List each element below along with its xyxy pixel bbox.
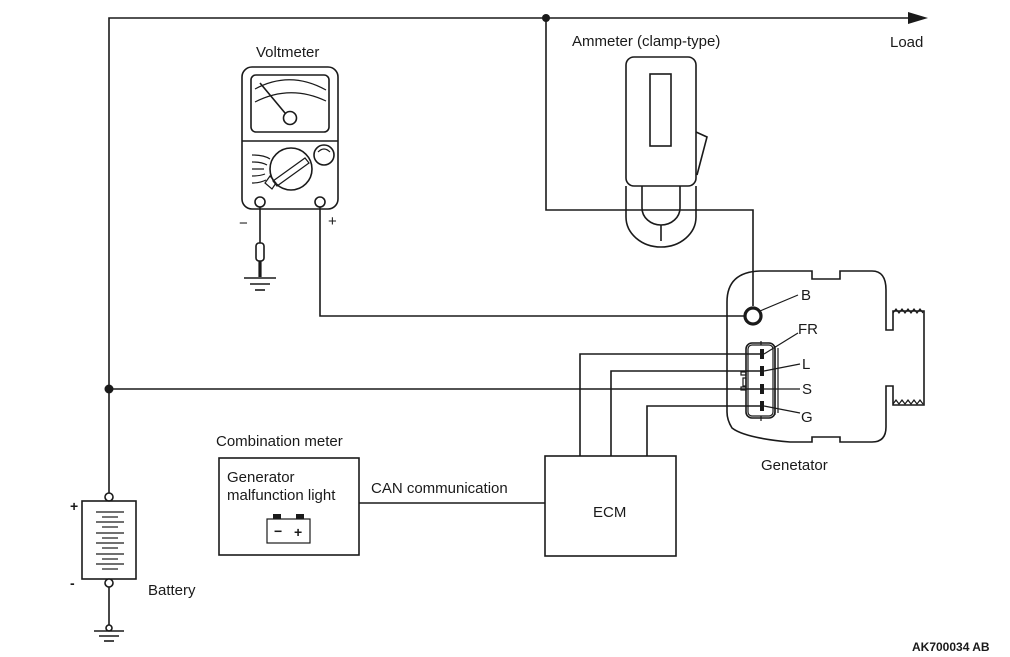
voltmeter-body: [241, 66, 339, 210]
b-terminal: [743, 306, 763, 326]
battery-icon-negative: −: [274, 523, 282, 539]
voltmeter-selector-tip: [264, 175, 277, 190]
b-terminal-wire: [545, 18, 754, 306]
pin-fr: [760, 349, 764, 359]
pulley-gap: [887, 331, 893, 385]
connector-tab-1: [740, 371, 747, 376]
g-terminal-wire: [646, 405, 762, 456]
pin-l: [760, 366, 764, 376]
ammeter-display: [649, 73, 672, 147]
combination-meter: Combination meter Generator malfunction …: [216, 433, 360, 556]
battery: + - Battery: [70, 492, 196, 642]
l-terminal-wire: [610, 370, 762, 456]
voltmeter-negative-sign: −: [239, 215, 248, 232]
pin-g: [760, 401, 764, 411]
generator-housing: [726, 270, 925, 443]
terminal-label-l: L: [802, 356, 810, 373]
ammeter-clamp-jaw-outer: [625, 186, 697, 248]
g-leader-line: [763, 405, 801, 414]
battery-positive-sign: +: [70, 498, 78, 514]
figure-code: AK700034 AB: [912, 640, 990, 654]
can-label: CAN communication: [371, 480, 508, 497]
voltmeter-adjust-knob: [313, 144, 335, 166]
terminal-label-fr: FR: [798, 321, 818, 338]
load-arrow-icon: [908, 12, 928, 24]
fr-leader-line: [763, 332, 799, 355]
combination-meter-box: [218, 457, 360, 556]
pulley-teeth-bottom: [892, 399, 924, 405]
voltmeter-positive-terminal: [314, 196, 326, 208]
voltmeter-positive-sign: +: [328, 213, 337, 230]
combination-meter-label: Combination meter: [216, 433, 343, 450]
b-leader-line: [759, 294, 799, 312]
voltmeter-scale-arc-lower: [254, 92, 327, 103]
terminal-label-g: G: [801, 409, 813, 426]
generator-light-label-line2: malfunction light: [227, 487, 336, 504]
battery-warning-icon: − +: [266, 514, 311, 544]
voltmeter-pivot: [282, 110, 298, 126]
battery-positive-terminal: [104, 492, 114, 502]
ecm-label: ECM: [593, 504, 626, 521]
voltmeter-positive-wire: [319, 202, 745, 317]
generator-label: Genetator: [761, 457, 828, 474]
voltmeter-scale-arc-upper: [254, 79, 327, 91]
generator-light-label-line1: Generator: [227, 469, 295, 486]
battery-negative-terminal: [104, 578, 114, 588]
pin-s: [760, 384, 764, 394]
ammeter-body: [625, 56, 697, 187]
battery-label: Battery: [148, 582, 196, 599]
main-wires: [104, 12, 928, 504]
battery-ground-icon: [94, 624, 124, 642]
voltmeter-display: [250, 74, 330, 133]
ammeter-clamp-jaw-inner: [641, 186, 681, 226]
battery-positive-bus-wire: [108, 17, 910, 389]
connector-tab-3: [742, 377, 747, 387]
connector-tab-2: [740, 386, 747, 391]
ground-icon: [244, 277, 276, 291]
terminal-label-b: B: [801, 287, 811, 304]
voltmeter-adjust-knob-highlight: [317, 148, 331, 153]
battery-negative-sign: -: [70, 575, 75, 591]
voltmeter: Voltmeter − +: [239, 44, 339, 291]
fr-terminal-wire: [579, 353, 762, 456]
pulley-teeth-top: [892, 308, 924, 314]
l-leader-line: [763, 363, 801, 372]
voltmeter-range-marks: [251, 154, 271, 184]
ecm: ECM: [544, 455, 677, 557]
battery-cells-icon: [96, 511, 124, 570]
voltmeter-selector-knob: [272, 157, 310, 187]
ecm-box: [544, 455, 677, 557]
probe-clip-icon: [255, 242, 265, 262]
battery-body: [81, 500, 137, 580]
terminal-label-s: S: [802, 381, 812, 398]
ammeter-trigger: [695, 131, 708, 176]
load-label: Load: [890, 34, 923, 51]
voltmeter-selector-dial-icon: [269, 147, 313, 191]
voltmeter-needle: [259, 82, 286, 114]
voltmeter-negative-terminal: [254, 196, 266, 208]
voltmeter-label: Voltmeter: [256, 44, 319, 61]
ammeter: Ammeter (clamp-type): [572, 33, 720, 248]
ammeter-label: Ammeter (clamp-type): [572, 33, 720, 50]
generator: B FR L S G Genetator: [726, 270, 925, 474]
battery-icon-positive: +: [294, 524, 302, 540]
